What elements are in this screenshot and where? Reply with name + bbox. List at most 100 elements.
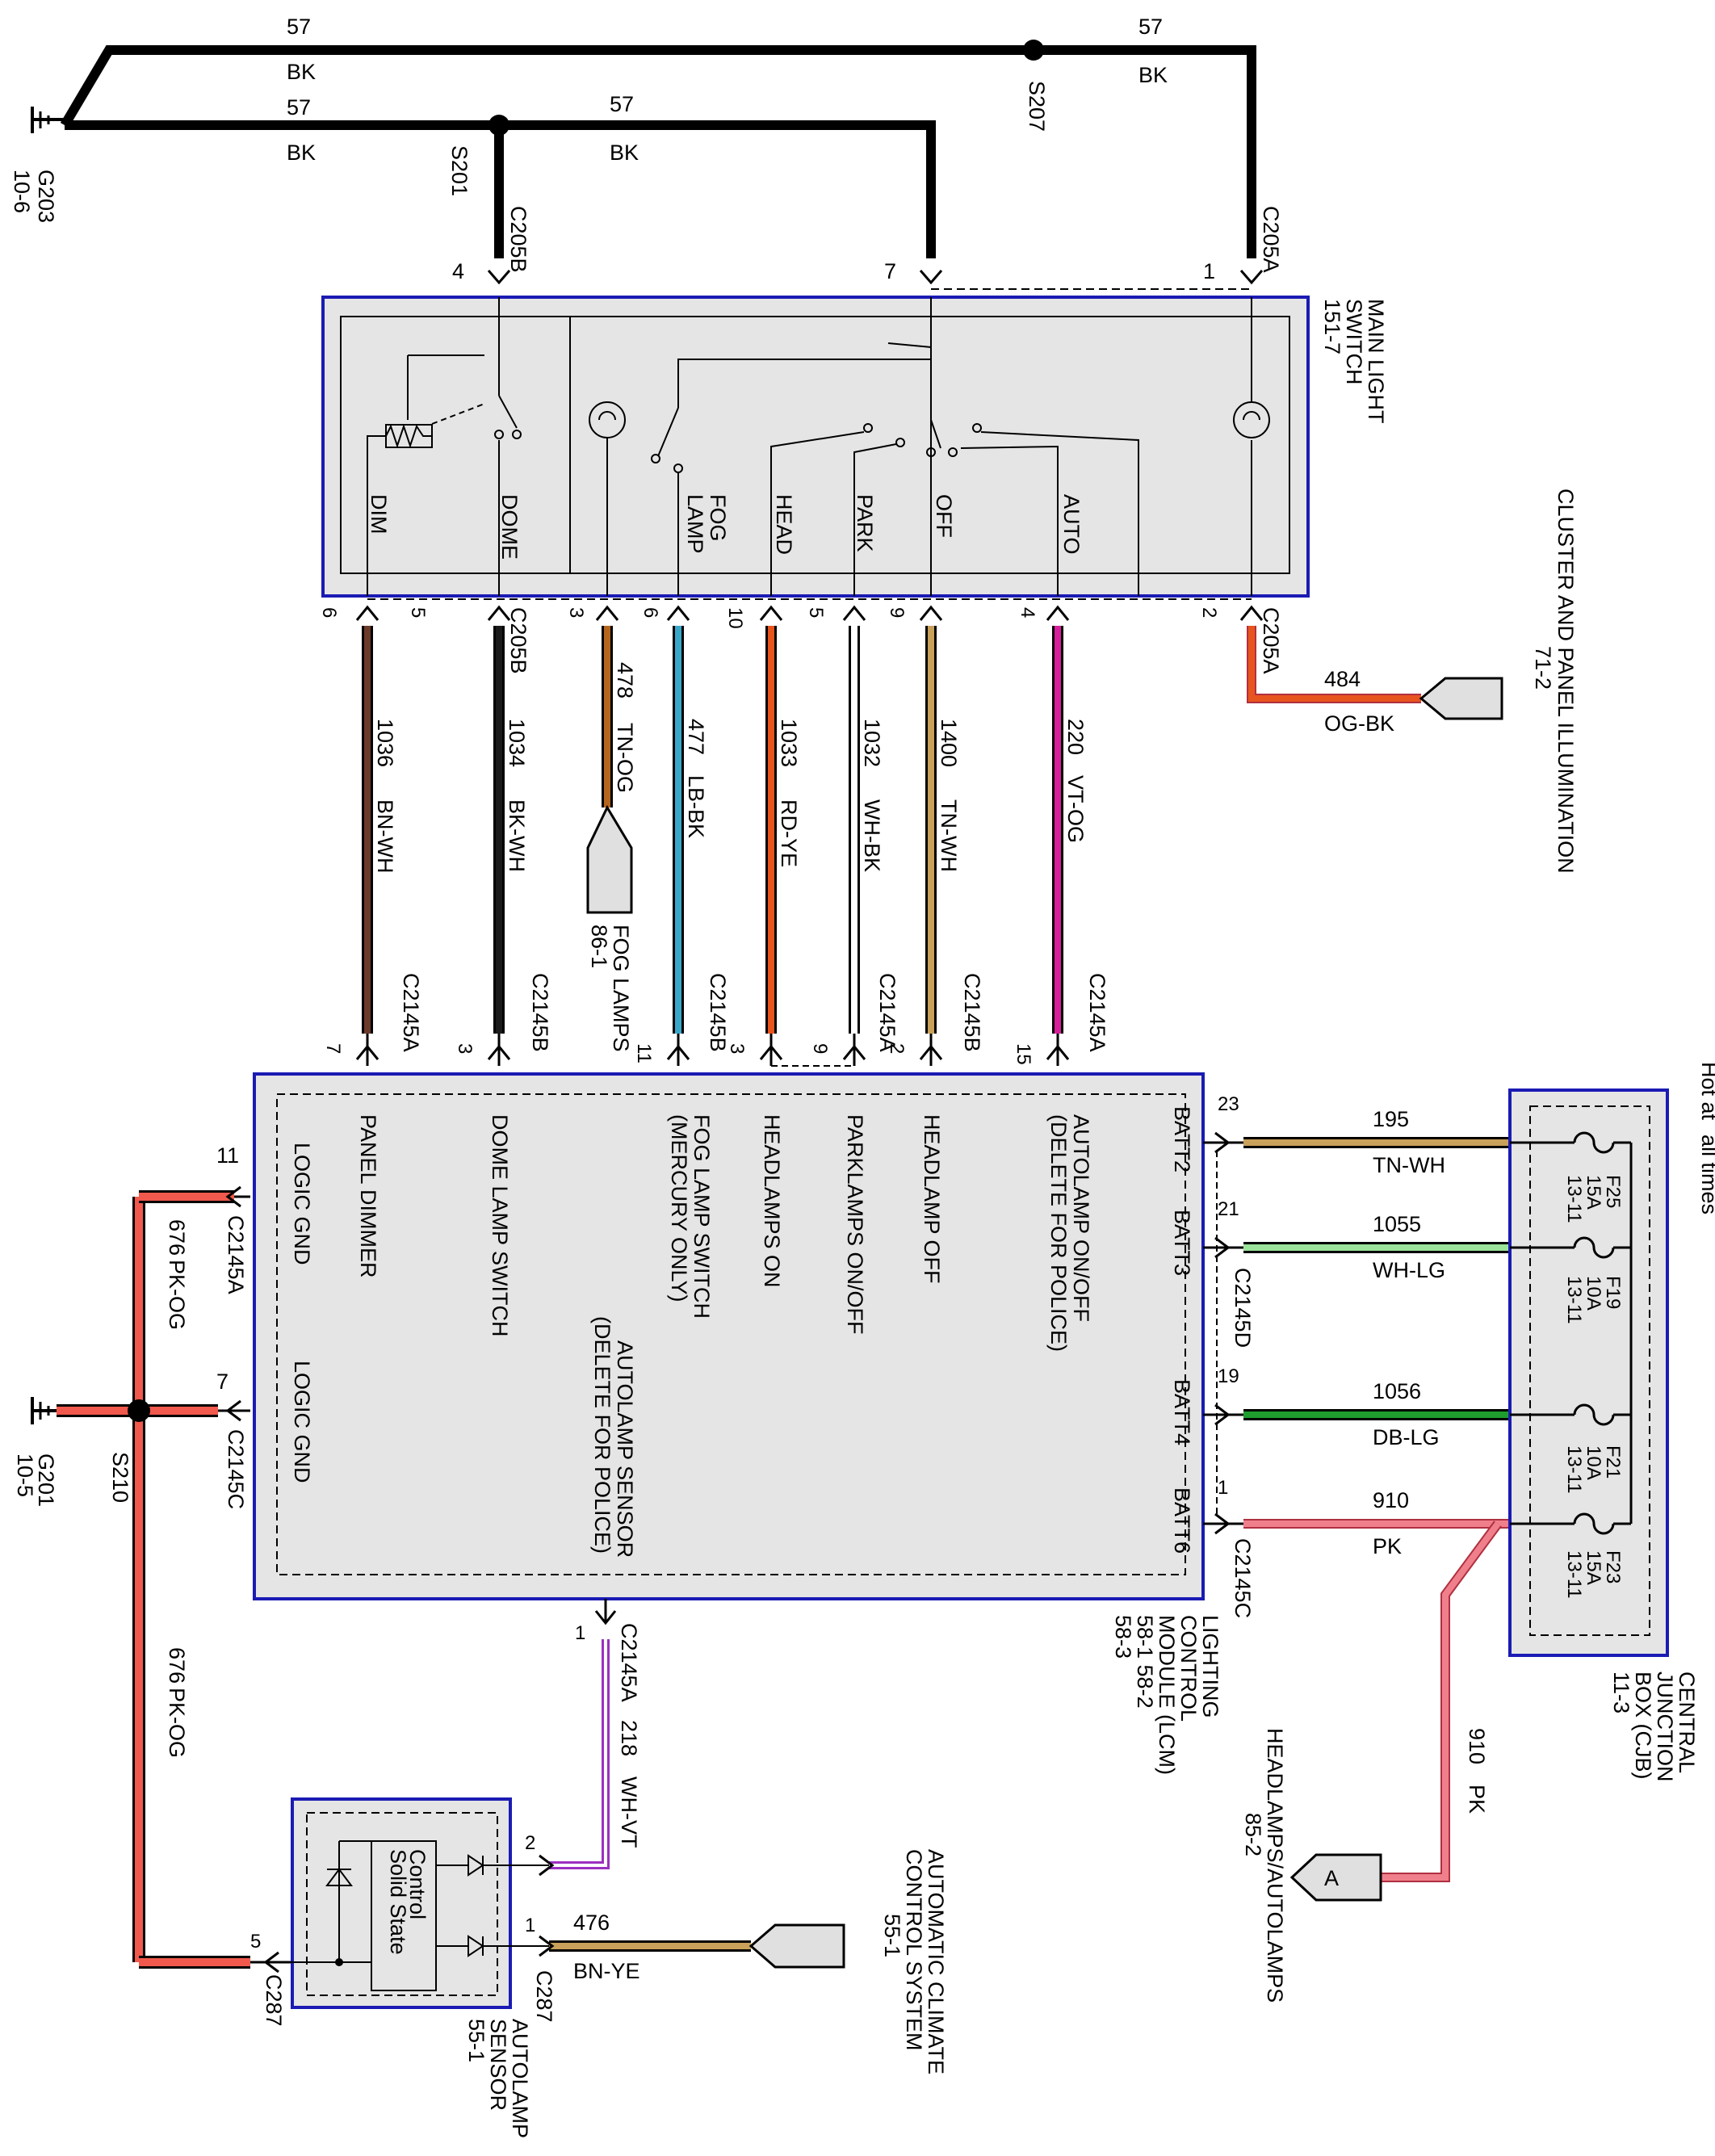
connector-c205a-bottom: C205A (1259, 607, 1283, 674)
wire-1033-color: RD-YE (777, 799, 801, 867)
fog-lamps-name: FOG LAMPS (609, 925, 633, 1052)
fuse-f21-id: F21 (1602, 1445, 1624, 1479)
wire-477-color: LB-BK (684, 775, 708, 838)
lcm-autolamp-sensor: AUTOLAMP SENSOR (613, 1340, 637, 1558)
batt-pin-23: 23 (1218, 1093, 1239, 1115)
lcm-name-2: CONTROL (1176, 1615, 1201, 1722)
main-light-switch-name-2: SWITCH (1342, 299, 1366, 384)
lcm-func-panel-dimmer: PANEL DIMMER (356, 1114, 380, 1278)
fuse-f25-amp: 15A (1583, 1175, 1604, 1210)
fuse-f23-amp: 15A (1583, 1550, 1604, 1585)
climate-wire: 476 BN-YE (539, 1854, 845, 1983)
cluster-circuit: 484 (1324, 667, 1361, 691)
lcm-func-headlamps-on: HEADLAMPS ON (760, 1114, 784, 1288)
pk-og-color-1: PK-OG (165, 1260, 189, 1330)
pin-top-4: 4 (452, 259, 464, 283)
pin-bot-9: 9 (886, 607, 908, 618)
main-light-switch-inner (340, 316, 1290, 574)
wire-1400-color: TN-WH (937, 799, 961, 872)
cjb-box (1508, 1088, 1669, 1657)
switch-position-labels: DIM DOME FOG LAMP HEAD PARK OFF AUTO (367, 494, 1084, 560)
cjb-name-2: JUNCTION (1653, 1672, 1677, 1782)
gnd-conn-c2145a: C2145A (224, 1215, 248, 1294)
headlamps-circuit: 910 (1465, 1728, 1489, 1764)
headlamps-wire: A 910 PK HEADLAMPS/AUTOLAMPS 85-2 (1241, 1521, 1502, 2003)
lcm-func-parklamps: PARKLAMPS ON/OFF (843, 1114, 867, 1335)
lcm-autolamp-delete-police: (DELETE FOR POLICE) (590, 1316, 614, 1554)
batt-pin-1: 1 (1218, 1477, 1228, 1499)
pin-bot-6b: 6 (639, 607, 661, 618)
main-light-switch-ref: 151-7 (1320, 299, 1344, 354)
splice-s201-dot (489, 115, 509, 136)
lcm-logic-gnd-1: LOGIC GND (290, 1143, 314, 1265)
lcm-func-dome-lamp-switch: DOME LAMP SWITCH (488, 1114, 512, 1337)
wire-220-circuit: 220 (1063, 719, 1088, 755)
autolamp-sensor-name-1: AUTOLAMP (508, 2019, 532, 2138)
conn-c287-left: C287 (262, 1974, 286, 2027)
pin-1032-bot: 9 (809, 1043, 831, 1054)
lcm-top-connector-labels: C2145A C2145B C2145B C2145A C2145B C2145… (322, 973, 1109, 1065)
wire-label-57-b: 57 (1138, 15, 1163, 39)
connector-c205b-top: C205B (506, 206, 530, 273)
fuse-f21-amp: 10A (1583, 1445, 1604, 1480)
lcm-func-fog-lamp-switch: FOG LAMP SWITCH (690, 1114, 714, 1319)
autolamp-sensor-name-2: SENSOR (486, 2019, 510, 2111)
fuse-f19-ref: 13-11 (1563, 1276, 1585, 1324)
vertical-wires (355, 605, 1070, 1067)
fuse-f19-amp: 10A (1583, 1276, 1604, 1311)
connector-c205a-top: C205A (1259, 206, 1283, 273)
switch-pos-lamp: LAMP (683, 494, 707, 554)
gnd-pin-11: 11 (216, 1143, 239, 1168)
cluster-wire: 484 OG-BK (1239, 605, 1503, 736)
fuse-f25-id: F25 (1602, 1175, 1624, 1208)
switch-bottom-pins: 6 5 3 6 10 5 9 4 2 C205B C205A (318, 607, 1283, 674)
switch-pos-off: OFF (932, 494, 956, 538)
pk-og-circuit-2: 676 (165, 1647, 189, 1684)
batt-wires (1203, 1131, 1510, 1535)
pin-top-1: 1 (1203, 259, 1215, 283)
ground-bottom-id: G201 (34, 1453, 58, 1507)
wire-1034-circuit: 1034 (505, 719, 529, 767)
fuse-f19-id: F19 (1602, 1276, 1624, 1309)
cjb-hot-2: all times (1697, 1135, 1715, 1214)
batt-910-circuit: 910 (1373, 1488, 1409, 1512)
sensor-circuit: 218 (617, 1720, 641, 1756)
sensor-wire: 1 C2145A 218 WH-VT (549, 1599, 641, 1869)
conn-220-bot: C2145A (1085, 973, 1109, 1052)
cjb-fuse-labels: F25 15A 13-11 F19 10A 13-11 F21 10A 13-1… (1563, 1175, 1624, 1599)
vertical-wire-labels: 1036 BN-WH 1034 BK-WH 478 TN-OG 477 LB-B… (373, 662, 1088, 873)
gnd-conn-c2145c: C2145C (224, 1429, 248, 1509)
lcm-func-mercury-only: (MERCURY ONLY) (667, 1114, 691, 1302)
connector-c205b-bottom: C205B (506, 607, 530, 674)
pin-bot-5a: 5 (407, 607, 429, 618)
wire-color-bk-c: BK (287, 141, 316, 165)
wire-color-bk-b: BK (1138, 63, 1168, 87)
lcm-inner (276, 1093, 1186, 1575)
conn-1036-bot: C2145A (399, 973, 423, 1052)
splice-s210-label: S210 (108, 1452, 132, 1503)
sensor-chip-2: Solid State (386, 1849, 410, 1955)
wire-478-color: TN-OG (613, 723, 637, 793)
climate-name-2: CONTROL SYSTEM (902, 1849, 926, 2051)
lcm-ref-2: 58-3 (1111, 1615, 1135, 1659)
headlamps-name: HEADLAMPS/AUTOLAMPS (1263, 1728, 1287, 2003)
sensor-pin-c: 5 (250, 1931, 261, 1953)
wire-1034-color: BK-WH (505, 799, 529, 872)
batt-conn-c2145c: C2145C (1231, 1538, 1255, 1618)
climate-name-1: AUTOMATIC CLIMATE (924, 1849, 948, 2074)
switch-pos-dim: DIM (367, 494, 391, 535)
autolamp-sensor-inner (306, 1812, 498, 1996)
cjb-ref: 11-3 (1609, 1672, 1633, 1713)
switch-pos-dome: DOME (497, 494, 522, 560)
wire-1032-color: WH-BK (860, 799, 884, 872)
fog-lamps-ref: 86-1 (587, 925, 611, 968)
lcm-ref-1: 58-1 58-2 (1133, 1615, 1157, 1709)
pin-1033-bot: 3 (726, 1043, 748, 1054)
sensor-chip-1: Control (405, 1849, 430, 1919)
splice-s207-dot (1023, 40, 1044, 61)
batt-pin-19: 19 (1218, 1365, 1239, 1387)
climate-color: BN-YE (573, 1959, 640, 1983)
batt-wire-labels: 23 21 19 1 C2145D C2145C 195 TN-WH 1055 … (1218, 1093, 1445, 1618)
fuse-f21-ref: 13-11 (1563, 1445, 1585, 1494)
